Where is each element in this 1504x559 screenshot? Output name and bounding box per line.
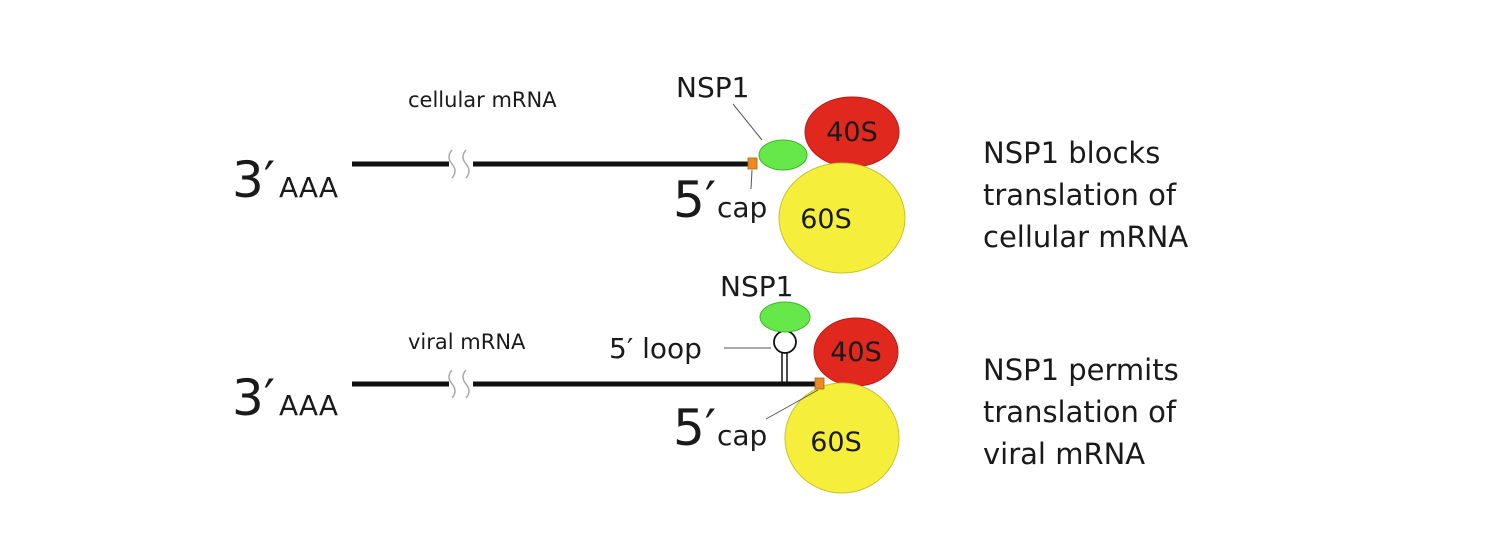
strand-break-icon bbox=[448, 369, 473, 399]
ribosome-60s bbox=[784, 382, 900, 494]
loop-label: 5′ loop bbox=[609, 332, 702, 365]
description-line-3: viral mRNA bbox=[983, 437, 1145, 471]
mrna-label: cellular mRNA bbox=[408, 88, 557, 112]
description-line-1: NSP1 permits bbox=[983, 353, 1179, 387]
nsp1-pointer bbox=[732, 103, 763, 141]
description-line-2: translation of bbox=[983, 395, 1177, 429]
strand-break-icon bbox=[448, 149, 473, 179]
poly-a-label: AAA bbox=[279, 389, 338, 422]
cap-marker bbox=[747, 157, 758, 170]
panel-cellular: cellular mRNA 3′ AAA 5′ cap NSP1 40S 60S… bbox=[232, 71, 1188, 274]
three-prime-label: 3′ bbox=[232, 369, 275, 427]
ribosome-60s-label: 60S bbox=[800, 204, 852, 235]
cap-pointer bbox=[765, 389, 819, 420]
cap-pointer bbox=[750, 169, 753, 190]
panel-viral: viral mRNA 3′ AAA 5′ loop NSP1 40S 60S 5… bbox=[232, 270, 1179, 494]
three-prime-label: 3′ bbox=[232, 151, 275, 209]
stem-loop-icon bbox=[773, 330, 797, 382]
nsp1-label: NSP1 bbox=[676, 71, 749, 104]
ribosome-60s bbox=[778, 162, 906, 274]
nsp1-protein bbox=[758, 139, 808, 171]
cap-marker bbox=[814, 377, 825, 390]
ribosome-40s-label: 40S bbox=[830, 337, 882, 368]
poly-a-label: AAA bbox=[279, 171, 338, 204]
cap-label: cap bbox=[717, 419, 767, 452]
ribosome-40s-label: 40S bbox=[826, 117, 878, 148]
mrna-label: viral mRNA bbox=[408, 330, 526, 354]
ribosome-60s-label: 60S bbox=[810, 427, 862, 458]
nsp1-label: NSP1 bbox=[720, 270, 793, 303]
description-line-2: translation of bbox=[983, 178, 1177, 212]
nsp1-protein bbox=[759, 301, 811, 333]
description-line-3: cellular mRNA bbox=[983, 220, 1188, 254]
description-line-1: NSP1 blocks bbox=[983, 136, 1160, 170]
five-prime-label: 5′ bbox=[673, 171, 716, 229]
five-prime-label: 5′ bbox=[673, 399, 716, 457]
cap-label: cap bbox=[717, 191, 767, 224]
